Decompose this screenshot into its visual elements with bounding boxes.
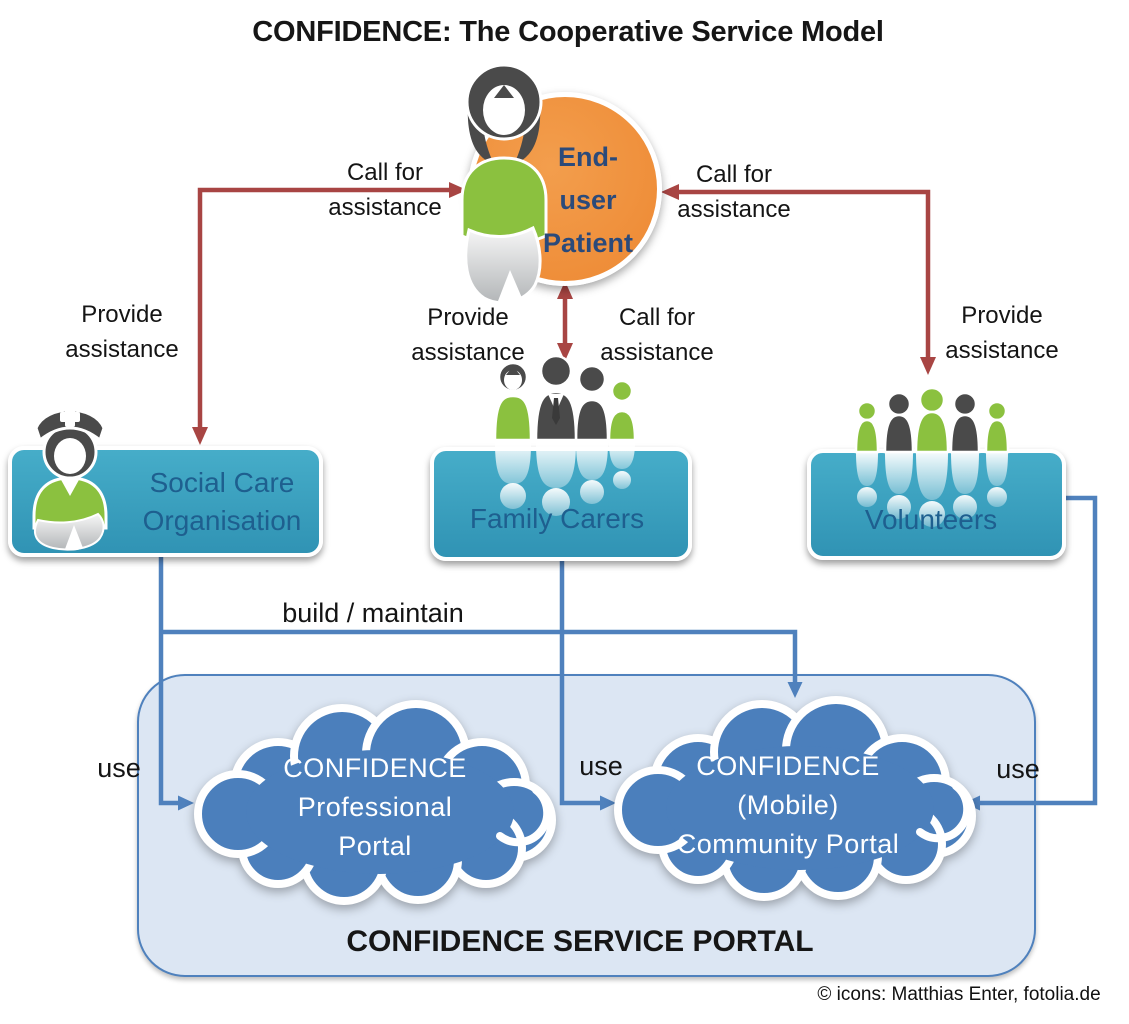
- nurse-icon: [32, 407, 108, 551]
- provide-assistance-right-label: Provide assistance: [945, 302, 1059, 364]
- arrow-build-maintain: [162, 629, 803, 698]
- community-portal-label: CONFIDENCE (Mobile) Community Portal: [676, 751, 900, 859]
- cloud-swirl: [916, 782, 972, 843]
- service-portal-title: CONFIDENCE SERVICE PORTAL: [346, 925, 814, 958]
- call-for-assistance-middle-label: Call for assistance: [600, 304, 714, 366]
- family-carers-label: Family Carers: [469, 503, 645, 534]
- end-user-woman-icon: [460, 63, 548, 304]
- professional-portal-label: CONFIDENCE Professional Portal: [283, 753, 467, 861]
- use-right-label: use: [996, 754, 1040, 784]
- arrow-volunteers-enduser: [661, 184, 936, 375]
- family-group-icon: [493, 354, 637, 442]
- arrow-family-use: [559, 553, 616, 811]
- use-left-label: use: [97, 753, 141, 783]
- professional-portal-cloud: [194, 700, 556, 905]
- provide-assistance-left-label: Provide assistance: [65, 301, 179, 363]
- use-middle-label: use: [579, 751, 623, 781]
- cloud-swirl: [496, 786, 552, 847]
- community-portal-cloud: [614, 696, 976, 901]
- build-maintain-label: build / maintain: [282, 598, 464, 628]
- volunteers-group-icon: [854, 386, 1010, 454]
- arrow-volunteers-use: [964, 495, 1098, 811]
- icon-credit: © icons: Matthias Enter, fotolia.de: [817, 984, 1101, 1005]
- arrow-social-care-enduser: [192, 182, 467, 445]
- page-title: CONFIDENCE: The Cooperative Service Mode…: [252, 16, 884, 48]
- volunteers-group-reflection: [856, 452, 1008, 527]
- volunteers-label: Volunteers: [864, 504, 998, 535]
- provide-assistance-middle-label: Provide assistance: [411, 304, 525, 366]
- family-group-reflection: [495, 442, 635, 516]
- call-for-assistance-right-label: Call for assistance: [677, 161, 791, 223]
- call-for-assistance-left-label: Call for assistance: [328, 159, 442, 221]
- arrow-social-care-use: [158, 549, 194, 811]
- social-care-organisation-label: Social Care Organisation: [142, 467, 302, 536]
- end-user-patient-label: End- user Patient: [542, 142, 634, 258]
